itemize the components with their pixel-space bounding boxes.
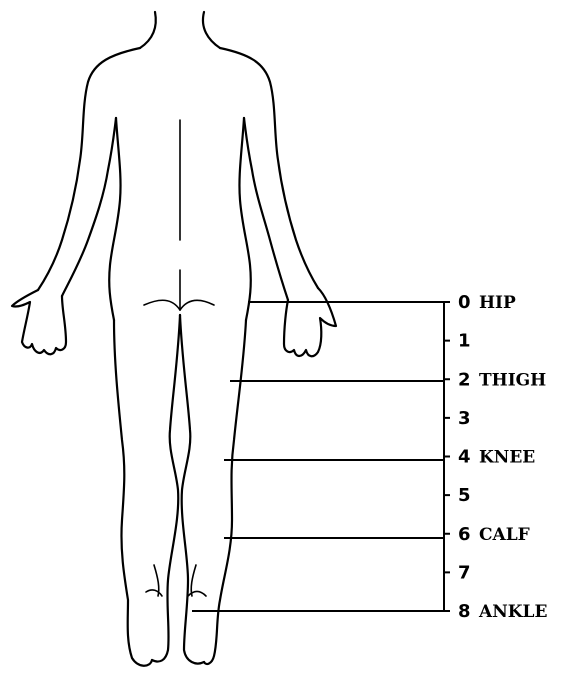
scale-number-8: 8 (458, 601, 471, 622)
left-hand (12, 290, 66, 354)
scale-label-thigh: THIGH (479, 370, 546, 390)
scale-number-5: 5 (458, 485, 471, 506)
scale-number-7: 7 (458, 562, 471, 583)
scale-label-knee: KNEE (479, 448, 535, 468)
scale-label-calf: CALF (479, 525, 530, 545)
measuring-scale: 0 HIP 1 2 THIGH 3 4 KNEE 5 6 CALF 7 8 ANKLE (444, 292, 547, 622)
scale-number-3: 3 (458, 408, 471, 429)
left-gluteal-fold (144, 300, 180, 310)
scale-number-4: 4 (458, 447, 471, 468)
right-arm-outer (220, 48, 318, 288)
reference-lines (192, 302, 444, 611)
scale-number-0: 0 (458, 292, 471, 313)
scale-number-6: 6 (458, 524, 471, 545)
left-arm-inner (62, 118, 116, 296)
human-figure (12, 12, 336, 666)
left-leg-outer (114, 320, 152, 666)
scale-label-hip: HIP (479, 293, 516, 313)
left-ankle-curve (146, 590, 162, 596)
right-gluteal-fold (180, 300, 214, 310)
right-hand (284, 288, 336, 356)
neck-right (203, 12, 220, 48)
scale-number-2: 2 (458, 369, 471, 390)
neck-left (140, 12, 156, 48)
scale-labels: 0 HIP 1 2 THIGH 3 4 KNEE 5 6 CALF 7 8 ANKLE (458, 292, 547, 622)
scale-label-ankle: ANKLE (478, 602, 547, 622)
scale-number-1: 1 (458, 331, 471, 352)
left-arm-outer (38, 48, 140, 290)
left-leg-inner (152, 315, 180, 662)
right-leg-outer (204, 320, 246, 664)
